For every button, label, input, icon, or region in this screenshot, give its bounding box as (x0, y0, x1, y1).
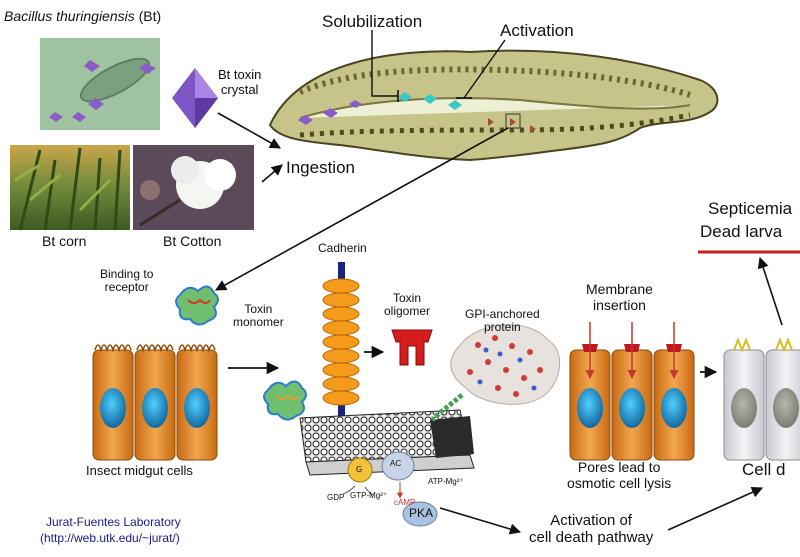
activation-pointer (463, 39, 506, 99)
gdp-label: GDP (327, 493, 345, 502)
bt-corn-label: Bt corn (42, 233, 87, 249)
bt-cotton-photo (133, 145, 254, 230)
membrane-insertion-label: Membrane insertion (586, 281, 653, 313)
toxin-oligomer-label: Toxin oligomer (384, 291, 431, 319)
solubilization-pointer (371, 30, 398, 97)
midgut-cells-label: Insect midgut cells (86, 463, 193, 478)
solubilization-label: Solubilization (322, 12, 423, 31)
toxin-monomer-structure (175, 285, 307, 421)
lab-url: (http://web.utk.edu/~jurat/) (40, 531, 180, 545)
signalling-complex (342, 451, 438, 527)
ac-label: AC (390, 459, 402, 468)
atp-label: ATP-Mg²⁺ (428, 477, 464, 486)
gtp-label: GTP-Mg²⁺ (350, 491, 388, 500)
bt-cotton-label: Bt Cotton (163, 233, 222, 249)
cadherin-receptor (322, 262, 360, 462)
gpi-protein-label: GPI-anchored protein (465, 307, 540, 335)
activation-pathway-label: Activation of cell death pathway (529, 512, 654, 546)
pathway-to-death-arrow (667, 486, 764, 531)
toxin-monomer-label: Toxin monomer (233, 302, 284, 330)
gpi-anchored-protein (430, 324, 561, 422)
dead-larva-label: Dead larva (700, 222, 783, 241)
crops-to-ingestion-arrow (261, 164, 283, 183)
binding-label: Binding to receptor (100, 267, 154, 295)
septicemia-label: Septicemia (708, 199, 793, 218)
pka-to-pathway-arrow (439, 507, 522, 535)
pka-label: PKA (409, 506, 434, 520)
caterpillar-illustration (268, 49, 719, 162)
gut-to-binding-arrow (215, 127, 509, 291)
camp-label: cAMP (394, 498, 416, 507)
toxin-crystal-label: Bt toxin crystal (218, 67, 262, 97)
species-abbr: (Bt) (138, 8, 162, 24)
species-name: Bacillus thuringiensis (4, 8, 135, 24)
midgut-cells (92, 344, 218, 461)
cell-death-label: Cell d (742, 460, 786, 479)
bt-crystal-micrograph (40, 38, 160, 130)
lab-credit: Jurat-Fuentes Laboratory (46, 515, 181, 529)
cadherin-label: Cadherin (318, 241, 367, 255)
ingestion-label: Ingestion (286, 158, 355, 177)
crystal-to-ingestion-arrow (217, 112, 281, 149)
g-protein-label: G (356, 465, 363, 474)
activation-label: Activation (500, 21, 574, 40)
toxin-oligomer-icon (391, 329, 433, 366)
pores-label: Pores lead to osmotic cell lysis (567, 459, 672, 491)
species-title: Bacillus thuringiensis (Bt) (4, 8, 162, 25)
pore-cells (569, 322, 695, 461)
bt-corn-photo (10, 145, 130, 231)
to-dead-larva-arrow (757, 256, 783, 326)
dead-cells (723, 337, 800, 461)
bt-crystal-icon (172, 68, 218, 128)
